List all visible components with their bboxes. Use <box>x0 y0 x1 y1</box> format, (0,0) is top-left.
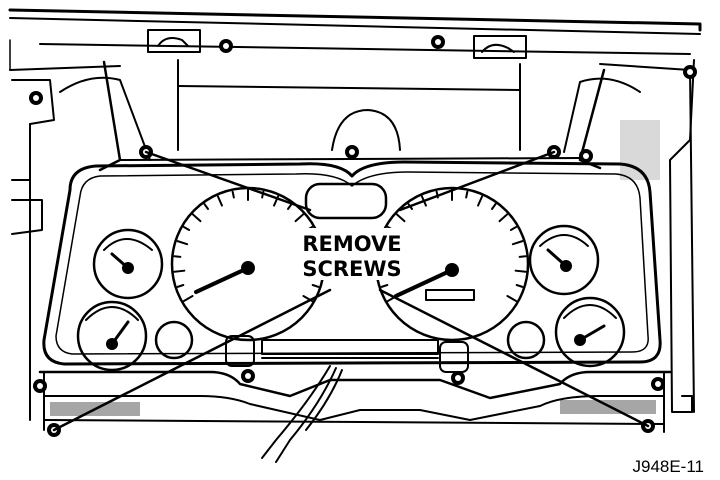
gauge-tick <box>490 203 497 210</box>
screw-slot <box>435 39 441 45</box>
lower-bracket <box>38 335 672 433</box>
screw-slot <box>655 381 661 387</box>
screw-slot <box>245 373 251 379</box>
gauge-tick <box>509 226 518 231</box>
gauge-tick <box>203 203 210 210</box>
gauge-tick <box>294 213 304 223</box>
screw-slot <box>37 383 43 389</box>
wiring-harness <box>261 365 343 463</box>
screw-slot <box>687 69 693 75</box>
screw-slot <box>349 149 355 155</box>
warning-lamp-left <box>154 320 194 360</box>
callout-line-2: SCREWS <box>302 257 401 281</box>
gauge-tick <box>173 255 182 258</box>
mounting-screws <box>29 35 697 437</box>
gauge-oil-pressure <box>76 300 148 372</box>
gauge-voltmeter <box>554 296 626 368</box>
gauge-tick <box>465 190 469 199</box>
screw-slot <box>583 153 589 159</box>
gauge-temperature <box>528 224 600 296</box>
leader-line <box>144 150 312 212</box>
screw-slot <box>455 375 461 381</box>
gauge-tick <box>511 240 524 246</box>
figure-id: J948E-11 <box>632 457 704 476</box>
gauge-tick <box>311 284 320 288</box>
callout-line-1: REMOVE <box>302 232 401 256</box>
gauge-tick <box>396 213 406 223</box>
gauge-tick <box>192 213 202 223</box>
screw-slot <box>33 95 39 101</box>
cluster-lens <box>42 160 662 366</box>
gauge-tick <box>498 213 508 223</box>
gauge-tick <box>176 284 185 288</box>
gauge-tick <box>176 240 189 246</box>
gauge-tick <box>231 190 235 199</box>
gauge-tick <box>216 195 223 207</box>
warning-lamp-right <box>506 320 546 360</box>
leader-line <box>398 150 556 212</box>
gauge-tick <box>173 269 186 273</box>
gauge-tick <box>380 284 389 288</box>
gauge-tick <box>477 195 484 207</box>
gauge-tick <box>286 203 293 210</box>
gauge-tick <box>518 255 527 258</box>
callout-leader-lines <box>52 150 650 432</box>
gauge-tick <box>515 284 524 288</box>
side-frames <box>11 59 695 421</box>
leader-line <box>52 288 332 432</box>
gauge-tick <box>182 226 191 231</box>
cluster-housing <box>59 59 660 180</box>
gauge-fuel <box>92 228 164 300</box>
screw-slot <box>223 43 229 49</box>
leader-line <box>378 288 650 428</box>
gauge-tick <box>182 295 194 302</box>
dash-top-panel <box>8 8 702 71</box>
remove-screws-callout: REMOVE SCREWS <box>300 228 404 281</box>
gauge-tick <box>514 269 527 273</box>
gauge-tick <box>506 295 518 302</box>
